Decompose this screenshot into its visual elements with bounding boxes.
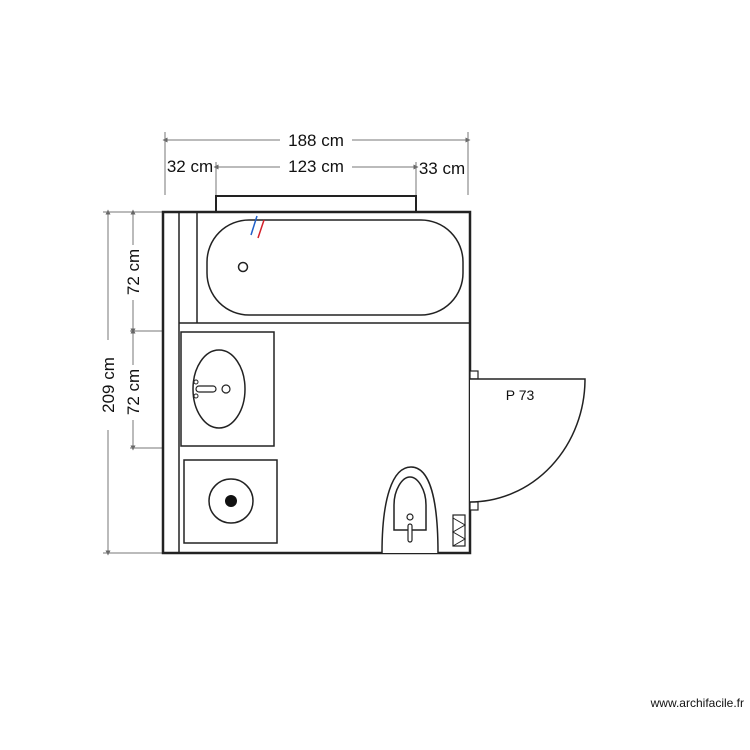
window-width-label: 123 cm xyxy=(288,157,344,176)
watermark: www.archifacile.fr xyxy=(650,696,744,710)
bath-drain-icon xyxy=(237,261,249,273)
toilet xyxy=(381,466,439,554)
vanity-depth-label: 72 cm xyxy=(124,369,143,415)
bathtub xyxy=(179,212,470,324)
door-label: P 73 xyxy=(506,387,535,403)
dimension-window xyxy=(213,162,419,196)
shower-tray xyxy=(183,459,278,544)
washbasin xyxy=(180,331,275,447)
total-width-label: 188 cm xyxy=(288,131,344,150)
faucet-icon xyxy=(195,385,217,393)
drain-icon xyxy=(225,495,237,507)
dimension-total-width xyxy=(162,132,471,195)
door[interactable] xyxy=(469,370,586,511)
dimension-total-height xyxy=(103,209,162,556)
radiator xyxy=(452,514,466,547)
total-height-label: 209 cm xyxy=(99,357,118,413)
right-offset-label: 33 cm xyxy=(419,159,465,178)
cold-pipe-icon xyxy=(250,215,258,236)
sink-drain-icon xyxy=(221,384,231,394)
bath-depth-label: 72 cm xyxy=(124,249,143,295)
left-offset-label: 32 cm xyxy=(167,157,213,176)
window xyxy=(215,195,417,213)
hot-pipe-icon xyxy=(257,219,265,239)
